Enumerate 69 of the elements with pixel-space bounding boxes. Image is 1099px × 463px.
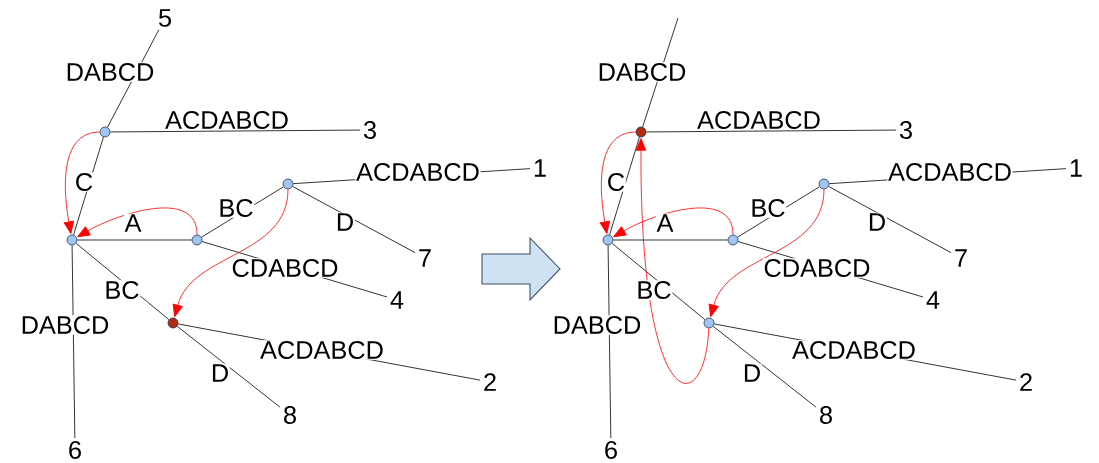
edge-label: DABCD xyxy=(597,62,687,82)
suffix-link-arrow xyxy=(63,131,100,234)
leaf-number: 6 xyxy=(605,441,617,459)
tree-edge xyxy=(73,136,104,236)
leaf-number: 8 xyxy=(820,406,832,424)
edge-label: DABCD xyxy=(20,315,110,335)
tree-edge xyxy=(828,186,952,253)
leaf-number: 4 xyxy=(926,291,940,309)
leaf-number: 3 xyxy=(363,121,376,139)
tree-edge xyxy=(611,243,706,320)
tree-node xyxy=(191,234,203,246)
edge-label: C xyxy=(606,172,626,192)
suffix-link-arrow xyxy=(77,207,198,238)
leaf-number: 4 xyxy=(390,291,404,309)
tree-node xyxy=(66,234,78,246)
edge-label: A xyxy=(655,213,675,233)
suffix-link-arrow xyxy=(635,138,710,384)
tree-edge xyxy=(110,129,361,133)
edge-label: D xyxy=(867,212,887,232)
leaf-number: 8 xyxy=(284,406,296,424)
suffix-link-arrow xyxy=(613,207,734,238)
tree-node xyxy=(703,317,715,329)
suffix-link-arrow xyxy=(172,189,289,318)
edge-label: CDABCD xyxy=(230,258,340,278)
leaf-number: 6 xyxy=(69,441,81,459)
edge-label: ACDABCD xyxy=(164,110,290,130)
edge-label: BC xyxy=(103,280,141,300)
edge-label: A xyxy=(123,213,143,233)
suffix-link-arrow xyxy=(599,131,636,234)
edge-label: D xyxy=(210,363,230,383)
tree-node xyxy=(727,234,739,246)
edge-label: ACDABCD xyxy=(696,110,822,130)
leaf-number: 2 xyxy=(484,373,496,391)
tree-edge xyxy=(71,245,76,439)
tree-node xyxy=(99,126,111,138)
tree-node xyxy=(167,317,179,329)
edge-label: BC xyxy=(217,198,255,218)
leaf-number: 2 xyxy=(1020,373,1032,391)
edge-label: C xyxy=(74,172,94,192)
tree-edge xyxy=(292,186,416,253)
tree-node xyxy=(602,234,614,246)
tree-edge xyxy=(77,239,192,241)
edge-label: ACDABCD xyxy=(259,340,385,360)
edge-label: ACDABCD xyxy=(887,162,1013,182)
tree-edge xyxy=(176,325,281,408)
edge-label: DABCD xyxy=(65,62,155,82)
leaf-number: 1 xyxy=(534,159,546,177)
leaf-number: 3 xyxy=(899,121,912,139)
leaf-number: 5 xyxy=(158,9,171,27)
edge-label: ACDABCD xyxy=(355,162,481,182)
edge-label: D xyxy=(742,363,762,383)
leaf-number: 7 xyxy=(955,249,967,267)
edge-label: ACDABCD xyxy=(791,340,917,360)
tree-node xyxy=(635,126,647,138)
tree-edge xyxy=(609,136,640,236)
edge-label: D xyxy=(335,212,355,232)
tree-edge xyxy=(646,129,897,133)
leaf-number: 7 xyxy=(419,249,431,267)
edge-label: DABCD xyxy=(552,315,642,335)
edge-label: BC xyxy=(635,280,673,300)
tree-node xyxy=(282,178,294,190)
tree-edge xyxy=(613,239,728,241)
edge-label: BC xyxy=(749,198,787,218)
tree-node xyxy=(818,178,830,190)
edge-label: CDABCD xyxy=(762,258,872,278)
tree-edge xyxy=(607,245,612,439)
leaf-number: 1 xyxy=(1070,159,1082,177)
tree-edge xyxy=(712,325,817,408)
suffix-link-arrow xyxy=(708,189,825,318)
